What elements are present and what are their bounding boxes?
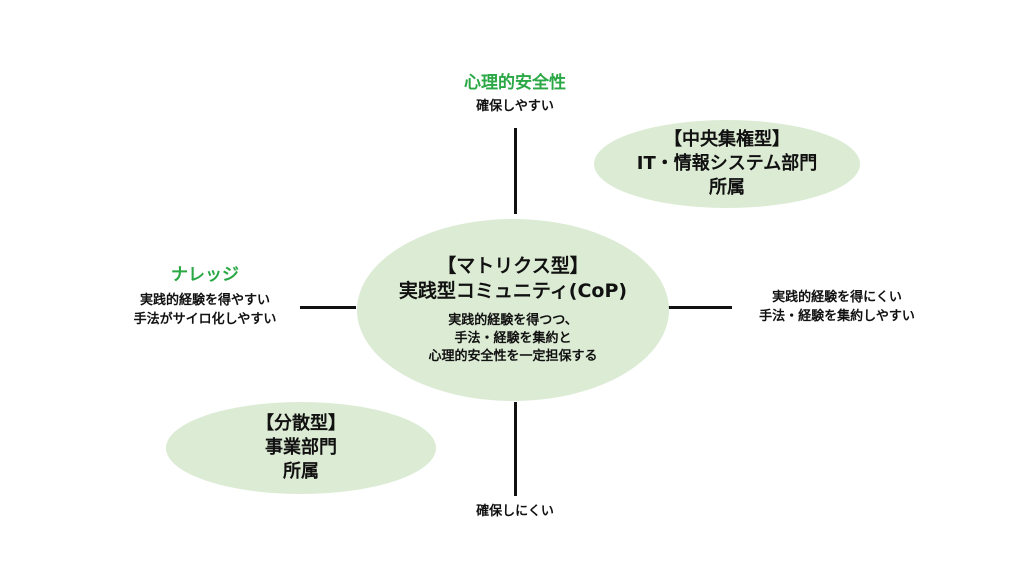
vertical-axis-bottom [514,402,517,496]
center-oval: 【マトリクス型】 実践型コミュニティ(CoP) 実践的経験を得つつ、 手法・経験… [357,219,669,401]
top-right-line-2: IT・情報システム部門 [636,153,818,174]
right-axis-line-1: 実践的経験を得にくい [772,290,902,305]
bottom-left-line-2: 事業部門 [265,437,337,458]
top-axis-title: 心理的安全性 [464,73,566,93]
bottom-left-oval: 【分散型】 事業部門 所属 [166,402,436,494]
bottom-left-line-3: 所属 [283,461,319,482]
left-axis-label: ナレッジ 実践的経験を得やすい 手法がサイロ化しやすい [100,260,310,329]
center-title-line-1: 【マトリクス型】 [437,255,589,277]
center-desc-line-1: 実践的経験を得つつ、 [448,313,578,328]
left-axis-title: ナレッジ [171,265,239,285]
left-axis-line-2: 手法がサイロ化しやすい [133,312,277,327]
top-axis-subtitle: 確保しやすい [476,99,554,114]
center-desc-line-2: 手法・経験を集約と [454,331,572,346]
bottom-axis-subtitle: 確保しにくい [476,504,554,519]
vertical-axis-top [514,128,517,214]
top-right-oval: 【中央集権型】 IT・情報システム部門 所属 [594,120,860,208]
top-right-line-1: 【中央集権型】 [664,129,790,150]
right-axis-label: 実践的経験を得にくい 手法・経験を集約しやすい [728,288,946,326]
left-axis-line-1: 実践的経験を得やすい [139,293,270,308]
bottom-axis-label: 確保しにくい [412,502,618,521]
center-description: 実践的経験を得つつ、 手法・経験を集約と 心理的安全性を一定担保する [428,312,597,366]
right-axis-line-2: 手法・経験を集約しやすい [759,309,915,324]
horizontal-axis-left [300,306,356,309]
center-title-line-2: 実践型コミュニティ(CoP) [398,280,628,302]
center-desc-line-3: 心理的安全性を一定担保する [428,349,598,364]
bottom-left-line-1: 【分散型】 [256,413,346,434]
horizontal-axis-right [668,306,732,309]
top-axis-label: 心理的安全性 確保しやすい [412,68,618,116]
top-right-line-3: 所属 [709,177,745,198]
